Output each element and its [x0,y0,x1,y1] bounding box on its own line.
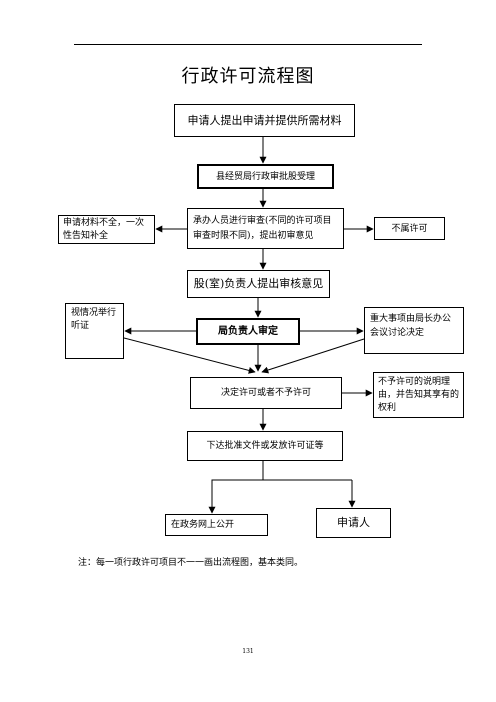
box-apply: 申请人提出申请并提供所需材料 [174,104,355,137]
box-collective: 重大事项由局长办公会议讨论决定 [364,307,464,354]
box-director-decision: 局负责人审定 [196,318,300,345]
footnote: 注：每一项行政许可项目不一一画出流程图，基本类同。 [78,558,304,568]
box-hearing: 视情况举行听证 [65,303,124,359]
connector-issue-split [262,461,352,481]
page-title: 行政许可流程图 [181,66,315,87]
box-incomplete: 申请材料不全，一次性告知补全 [58,215,155,244]
box-section-opinion: 股(室)负责人提出审核意见 [187,270,330,298]
box-reject: 不属许可 [374,217,445,240]
box-no-permit-explain: 不予许可的说明理由，并告知其享有的权利 [373,372,464,418]
header-rule [74,44,422,45]
box-applicant: 申请人 [316,508,391,538]
box-accept: 县经贸局行政审批股受理 [197,164,334,189]
arrow-collective-to-merge [261,338,365,374]
box-publish: 在政务网上公开 [165,514,268,536]
arrow-issue-to-publish [208,479,263,514]
page-number: 131 [242,648,254,655]
box-review: 承办人员进行审查(不同的许可项目审查时限不同)，提出初审意见 [187,208,344,249]
box-permit-decision: 决定许可或者不予许可 [190,377,342,409]
box-issue: 下达批准文件或发放许可证等 [187,431,343,461]
arrow-hearing-to-merge [123,337,256,374]
